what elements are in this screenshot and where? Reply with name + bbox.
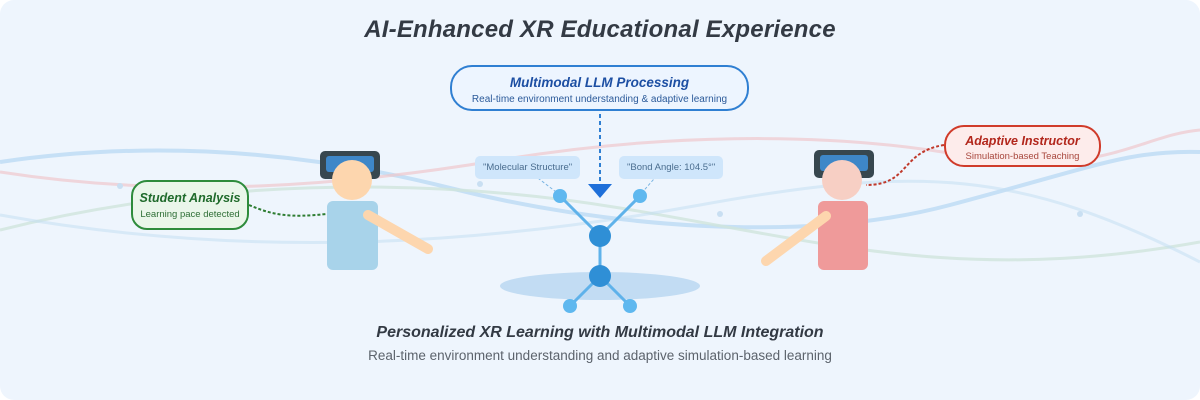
student-figure-icon: [320, 151, 433, 270]
molecule-atom-center: [589, 265, 611, 287]
molecule-atom: [623, 299, 637, 313]
wave-blue: [0, 148, 1200, 230]
callout-bond-angle: "Bond Angle: 104.5°": [619, 156, 724, 179]
instructor-body: [818, 201, 868, 270]
llm-box-title: Multimodal LLM Processing: [509, 75, 690, 90]
student-box-title: Student Analysis: [139, 191, 241, 205]
student-connector-line: [248, 204, 327, 217]
student-head: [332, 160, 372, 200]
instructor-arm: [761, 211, 831, 266]
instructor-figure-icon: [761, 150, 874, 270]
instructor-box-title: Adaptive Instructor: [965, 134, 1080, 148]
llm-box-subtitle: Real-time environment understanding & ad…: [471, 94, 728, 105]
bg-dot: [117, 183, 123, 189]
bg-dot: [717, 211, 723, 217]
student-arm: [363, 210, 433, 254]
molecule-icon: [500, 189, 700, 313]
adaptive-instructor-box: Adaptive Instructor Simulation-based Tea…: [944, 125, 1101, 167]
molecule-atom: [553, 189, 567, 203]
caption-title: Personalized XR Learning with Multimodal…: [376, 324, 824, 341]
bg-dot: [1077, 211, 1083, 217]
instructor-head: [822, 160, 862, 200]
instructor-connector-line: [865, 144, 945, 186]
caption-subtitle: Real-time environment understanding and …: [368, 348, 832, 363]
bg-dot: [477, 181, 483, 187]
student-analysis-box: Student Analysis Learning pace detected: [131, 180, 249, 230]
down-arrow-icon: [588, 184, 612, 198]
llm-processing-box: Multimodal LLM Processing Real-time envi…: [450, 65, 749, 111]
wave-blue-2: [0, 179, 1200, 264]
page-title: AI-Enhanced XR Educational Experience: [364, 16, 836, 43]
molecule-atom-center: [589, 225, 611, 247]
molecule-atom: [563, 299, 577, 313]
callout-molecular-structure: "Molecular Structure": [475, 156, 581, 179]
instructor-box-subtitle: Simulation-based Teaching: [965, 151, 1080, 162]
student-box-subtitle: Learning pace detected: [140, 209, 240, 220]
molecule-atom: [633, 189, 647, 203]
